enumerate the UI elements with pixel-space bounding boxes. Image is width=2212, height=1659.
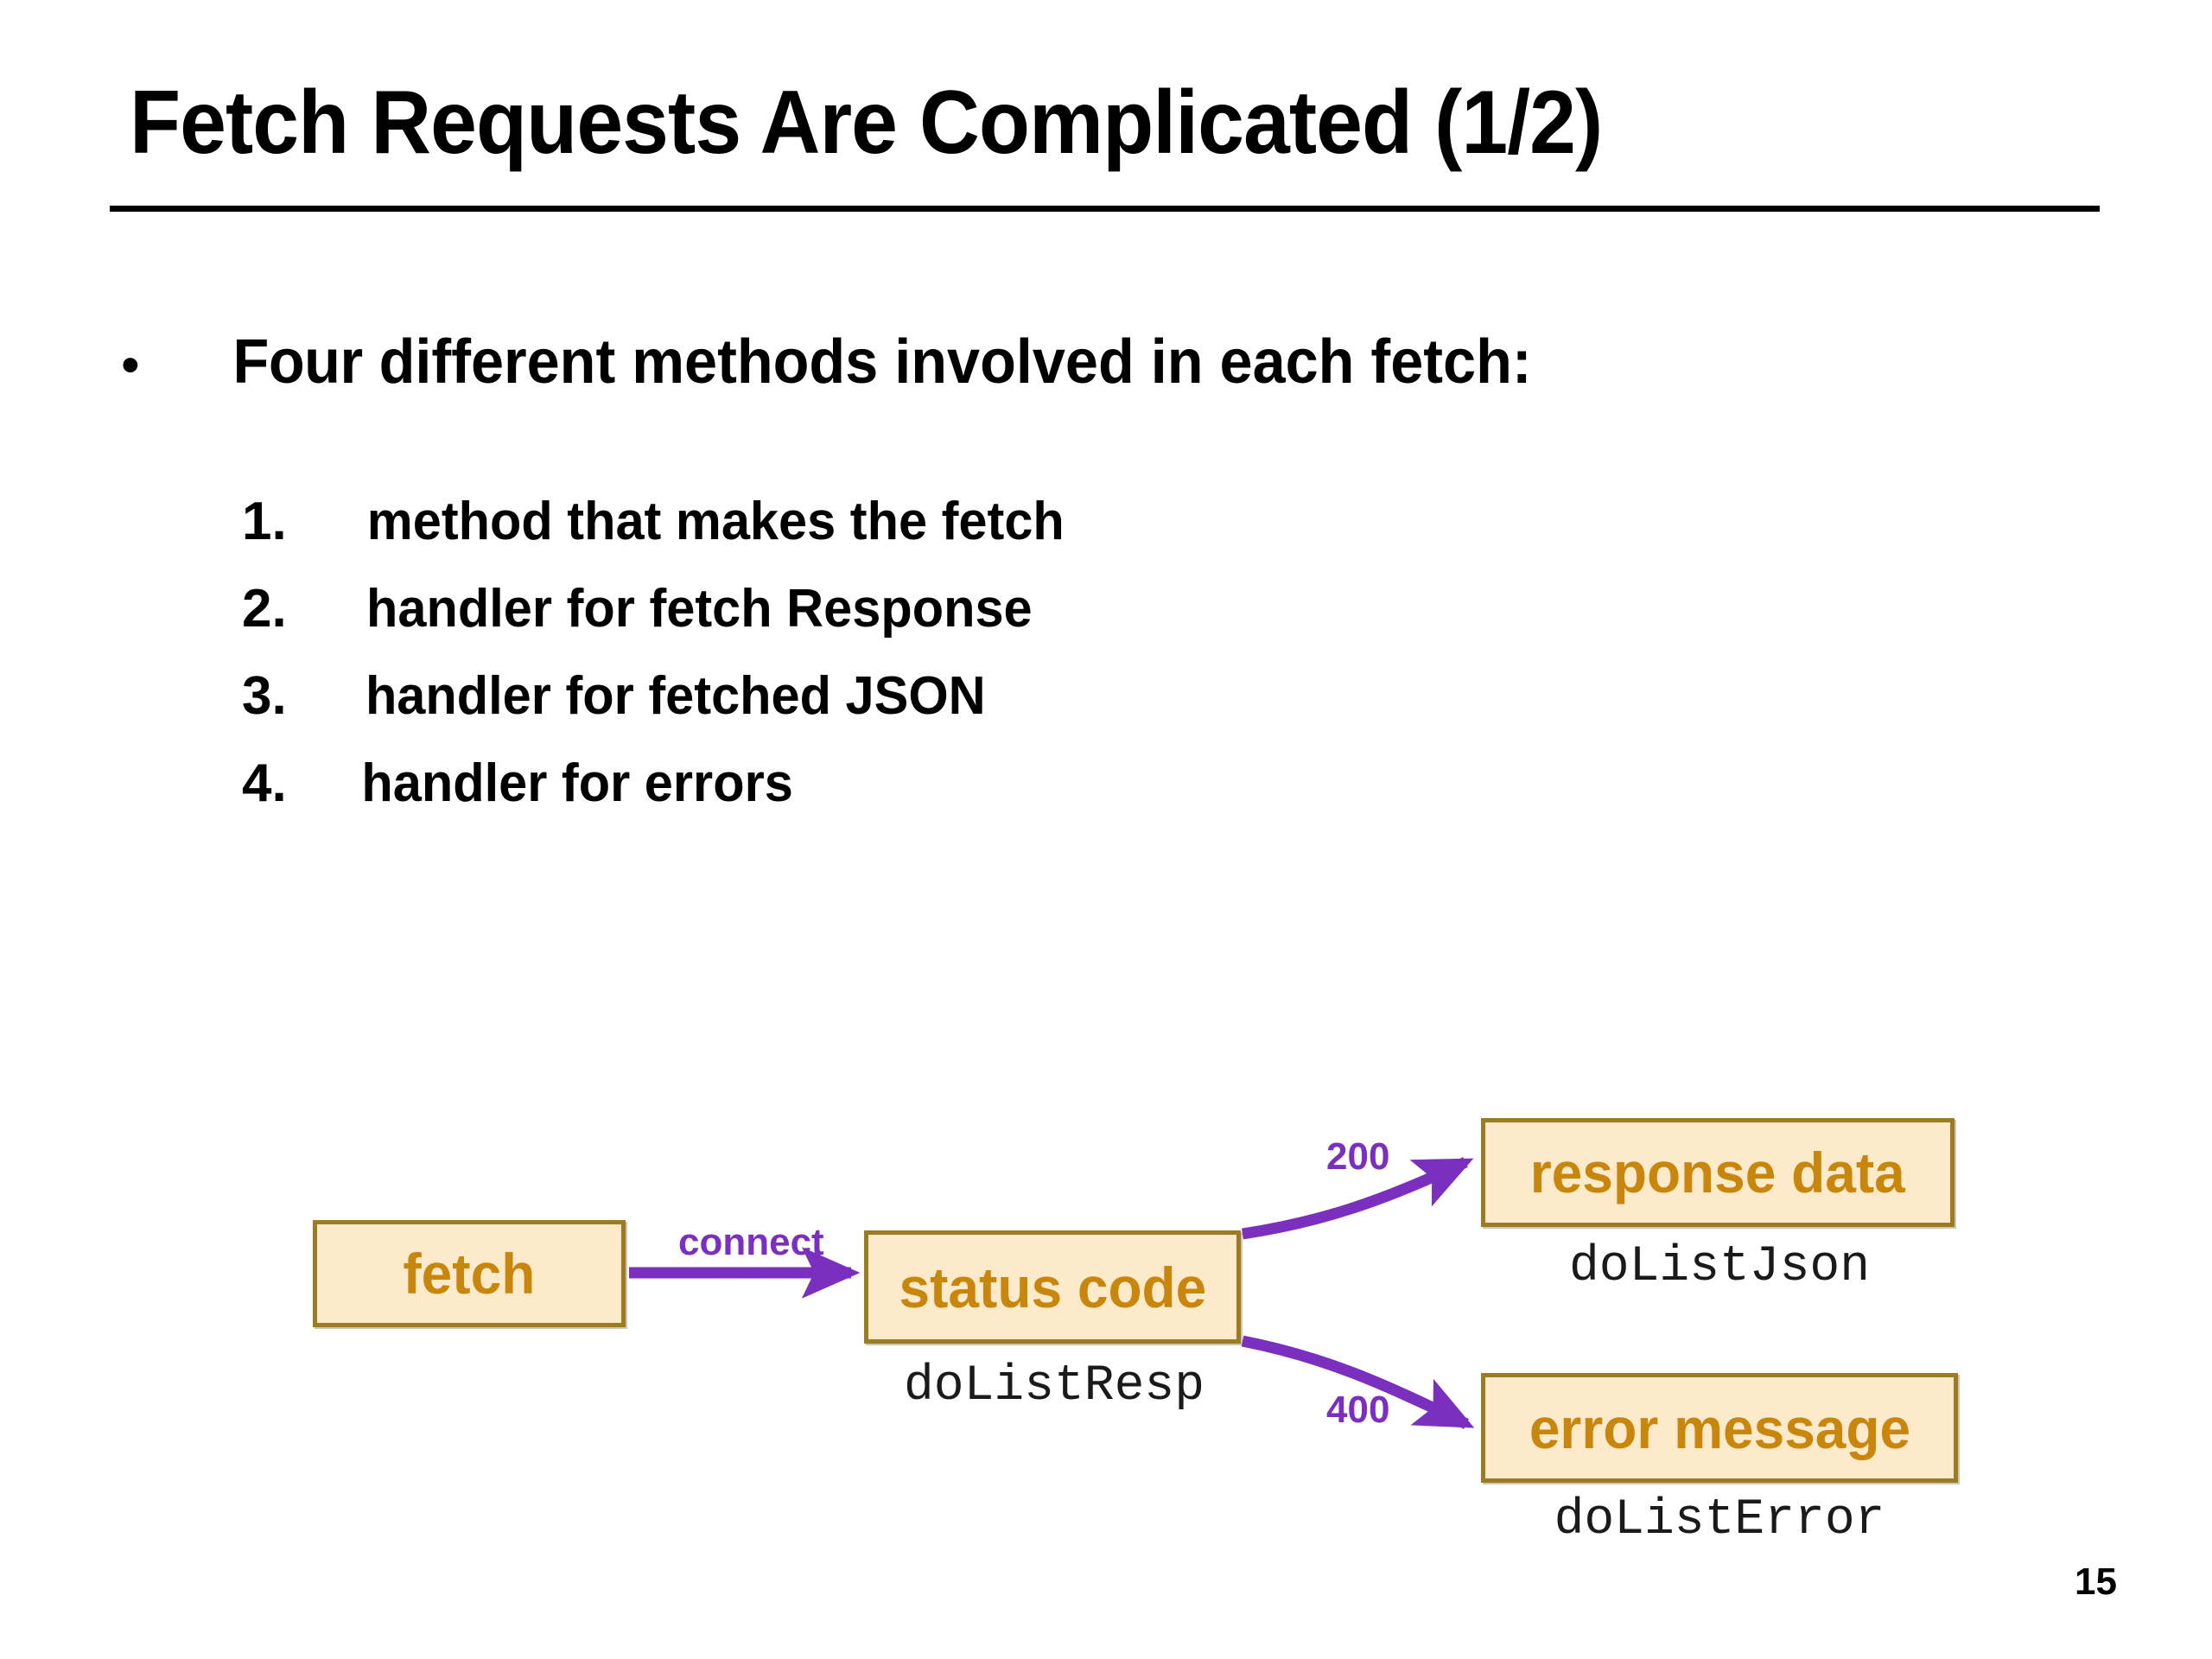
edge-label-connect: connect <box>678 1221 824 1263</box>
diagram-node-error-message[interactable]: error message <box>1481 1373 1958 1483</box>
diagram-node-fetch[interactable]: fetch <box>313 1220 626 1327</box>
bullet-rest-text: different methods involved in each fetch… <box>362 327 1532 397</box>
diagram-node-response-data-label: response data <box>1529 1141 1906 1205</box>
list-item-label: method that makes the fetch <box>366 492 1065 551</box>
edge-status-to-error-message <box>1241 1335 1475 1429</box>
diagram-caption-error-message: doListError <box>1554 1492 1885 1548</box>
list-item-index: 2. <box>242 579 287 639</box>
list-item-label: handler for errors <box>361 753 793 813</box>
page-number: 15 <box>2075 1560 2117 1603</box>
list-item-index: 4. <box>242 753 287 813</box>
diagram-caption-response-data: doListJson <box>1568 1239 1871 1295</box>
edge-label-400: 400 <box>1326 1389 1390 1431</box>
diagram-node-response-data[interactable]: response data <box>1481 1118 1955 1227</box>
bullet-lead-word: Four <box>232 327 364 397</box>
list-item: 3. handler for fetched JSON <box>242 665 1624 753</box>
diagram-node-fetch-label: fetch <box>403 1242 536 1306</box>
diagram-node-error-message-label: error message <box>1529 1395 1910 1460</box>
bullet-line: • Four different methods involved in eac… <box>121 327 1566 397</box>
edge-status-to-response-data <box>1242 1157 1474 1240</box>
page-title: Fetch Requests Are Complicated (1/2) <box>130 73 1603 173</box>
edge-label-200: 200 <box>1326 1135 1390 1178</box>
bullet-text: Four different methods involved in each … <box>233 327 1532 397</box>
numbered-list: 1. method that makes the fetch 2. handle… <box>242 491 1624 840</box>
diagram-node-status-code-label: status code <box>899 1255 1206 1319</box>
list-item: 2. handler for fetch Response <box>242 578 1624 665</box>
bullet-marker-icon: • <box>121 335 140 395</box>
list-item: 1. method that makes the fetch <box>242 491 1624 578</box>
diagram-node-status-code[interactable]: status code <box>864 1230 1241 1344</box>
diagram-caption-status-code: doListResp <box>903 1358 1205 1414</box>
list-item-index: 1. <box>242 492 287 551</box>
title-underline-rule <box>110 206 2100 212</box>
list-item-label: handler for fetched JSON <box>365 666 986 726</box>
list-item-index: 3. <box>242 666 287 726</box>
list-item: 4. handler for errors <box>242 753 1624 840</box>
list-item-label: handler for fetch Response <box>366 579 1033 639</box>
